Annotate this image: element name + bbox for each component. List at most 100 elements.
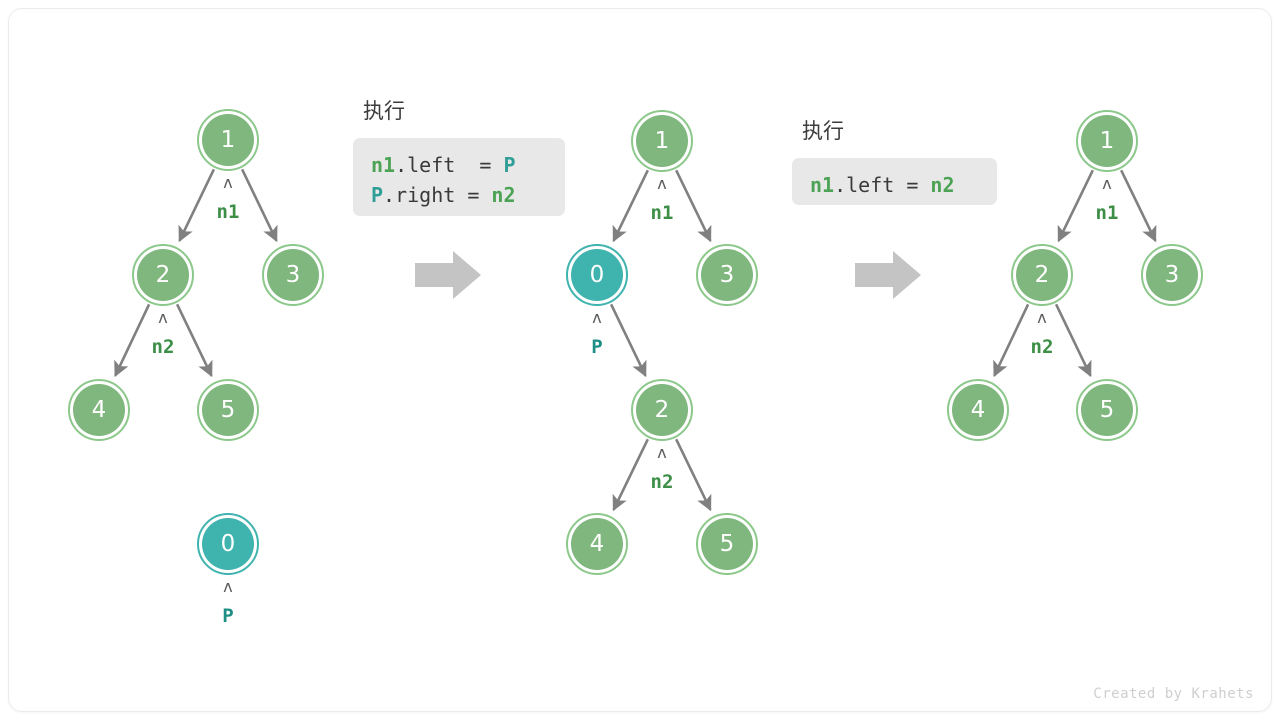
pointer-label: n1	[1096, 202, 1119, 224]
node-circle	[73, 384, 125, 436]
pointer-label: n2	[152, 336, 175, 358]
tree-node[interactable]: 1	[1074, 108, 1140, 174]
tree-edge	[993, 303, 1030, 378]
transition-arrow-icon	[855, 251, 921, 299]
tree-node[interactable]: 1	[629, 108, 695, 174]
tree-node[interactable]: 5	[694, 511, 760, 577]
node-circle	[202, 114, 254, 166]
node-ring	[1011, 244, 1073, 306]
node-circle	[1146, 249, 1198, 301]
node-ring	[1141, 244, 1203, 306]
node-circle	[701, 249, 753, 301]
code-token: n1	[810, 173, 835, 197]
pointer-label: n2	[1031, 336, 1054, 358]
node-circle	[571, 518, 623, 570]
node-value: 3	[1165, 262, 1180, 288]
node-value: 0	[221, 531, 236, 557]
pointer-label: n2	[651, 471, 674, 493]
tree-edge	[1119, 169, 1157, 243]
pointer-caret-icon: ʌ	[158, 308, 168, 327]
node-ring	[197, 379, 259, 441]
code-token: P	[503, 153, 516, 177]
code-token: .left =	[395, 153, 504, 177]
node-ring	[696, 513, 758, 575]
node-ring	[566, 244, 628, 306]
node-value: 0	[590, 262, 605, 288]
node-circle	[202, 518, 254, 570]
tree-edge	[240, 168, 278, 243]
node-value: 4	[971, 397, 986, 423]
pointer-caret-icon: ʌ	[657, 443, 667, 462]
tree-nodes: 1 0 3 2 4 5	[564, 108, 760, 577]
pointer-caret-icon: ʌ	[592, 308, 602, 327]
pointer-label: n1	[651, 202, 674, 224]
node-value: 5	[221, 397, 236, 423]
tree-node[interactable]: 4	[66, 377, 132, 443]
tree-edge	[114, 303, 151, 378]
node-value: 4	[590, 531, 605, 557]
execute-label: 执行	[363, 100, 405, 123]
node-ring	[1076, 110, 1138, 172]
code-token: P	[371, 183, 384, 207]
node-ring	[197, 109, 259, 171]
pointer-caret-icon: ʌ	[223, 173, 233, 192]
node-value: 2	[156, 262, 171, 288]
node-circle	[636, 115, 688, 167]
node-circle	[137, 249, 189, 301]
node-value: 3	[286, 262, 301, 288]
code-token: .right =	[383, 183, 492, 207]
pointer-caret-icon: ʌ	[1102, 174, 1112, 193]
node-circle	[701, 518, 753, 570]
code-line: n1.left = n2	[810, 170, 979, 200]
tree-nodes: 1 2 3 4 5 0	[66, 107, 326, 577]
tree-node[interactable]: 4	[564, 511, 630, 577]
tree-nodes: 1 2 3 4 5	[945, 108, 1205, 443]
node-circle	[952, 384, 1004, 436]
code-token: n2	[491, 183, 516, 207]
tree-edges	[609, 169, 712, 512]
code-token: .left =	[834, 173, 931, 197]
credit-footer: Created by Krahets	[1093, 686, 1254, 702]
node-value: 2	[1035, 262, 1050, 288]
tree-node[interactable]: 5	[1074, 377, 1140, 443]
node-ring	[631, 379, 693, 441]
tree-node[interactable]: 2	[1009, 242, 1075, 308]
node-circle	[571, 249, 623, 301]
tree-edge	[178, 168, 216, 243]
node-ring	[68, 379, 130, 441]
code-token: n1	[371, 153, 396, 177]
tree-node[interactable]: 2	[629, 377, 695, 443]
pointer-caret-icon: ʌ	[1037, 308, 1047, 327]
code-token: n2	[930, 173, 955, 197]
tree-node[interactable]: 5	[195, 377, 261, 443]
tree-node[interactable]: 0	[564, 242, 630, 308]
node-value: 3	[720, 262, 735, 288]
execute-label: 执行	[802, 120, 844, 143]
pointer-label: P	[591, 336, 602, 358]
node-value: 4	[92, 397, 107, 423]
tree-edge	[175, 303, 213, 378]
node-circle	[202, 384, 254, 436]
tree-node[interactable]: 3	[260, 242, 326, 308]
tree-node[interactable]: 1	[195, 107, 261, 173]
tree-node[interactable]: 0	[195, 511, 261, 577]
tree-node[interactable]: 2	[130, 242, 196, 308]
node-value: 1	[221, 127, 236, 153]
tree-edges	[114, 168, 278, 378]
node-value: 1	[655, 128, 670, 154]
pointer-caret-icon: ʌ	[657, 174, 667, 193]
tree-node[interactable]: 3	[1139, 242, 1205, 308]
code-snippet-box: n1.left = n2	[792, 158, 997, 205]
node-ring	[1076, 379, 1138, 441]
pointer-labels: ʌ n1 ʌ n2	[1031, 174, 1119, 358]
tree-node[interactable]: 4	[945, 377, 1011, 443]
node-ring	[947, 379, 1009, 441]
node-ring	[566, 513, 628, 575]
node-value: 5	[720, 531, 735, 557]
node-ring	[631, 110, 693, 172]
node-value: 2	[655, 397, 670, 423]
tree-node[interactable]: 3	[694, 242, 760, 308]
